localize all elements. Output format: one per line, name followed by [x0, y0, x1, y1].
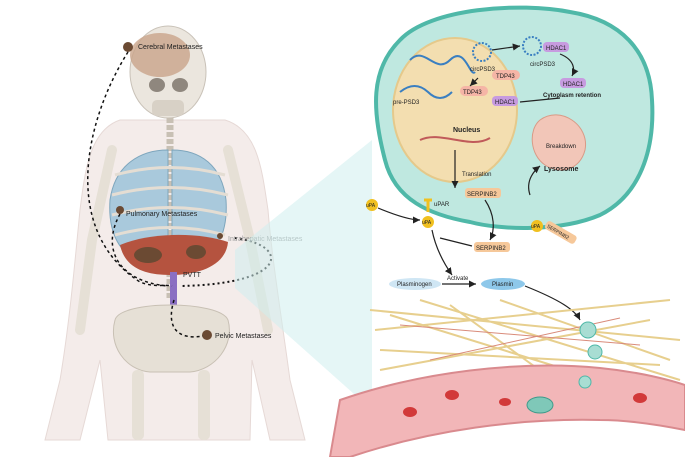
- inhibit-complex: [439, 237, 473, 247]
- red-blood-cell-1: [403, 407, 417, 417]
- upar-receptor: [424, 198, 432, 212]
- red-blood-cell-2: [445, 390, 459, 400]
- label-serpinb2: SERPINB2: [467, 192, 497, 198]
- arrow-upa-binding: [377, 207, 421, 224]
- serpinb2-receptor-badge: [544, 221, 577, 244]
- human-body: Cerebral Metastases Pulmonary Metastases…: [44, 25, 306, 441]
- label-hdac1-mid: HDAC1: [495, 100, 516, 106]
- label-hdac1-right: HDAC1: [563, 82, 584, 88]
- label-translation: Translation: [462, 172, 491, 178]
- label-tdp43-mid: TDP43: [463, 90, 482, 96]
- arrow-tdp43: [469, 77, 479, 87]
- upa-bound-icon: [422, 216, 434, 228]
- plasminogen-pill: [389, 278, 441, 290]
- serpinb2-complex-badge: [474, 242, 510, 252]
- pathway: uPA uPA SERPINB2 uPA SERPINB2 Plasminoge…: [366, 199, 581, 321]
- label-pvtt: PVTT: [183, 272, 202, 279]
- label-breakdown: Breakdown: [546, 144, 576, 150]
- label-circpsd3-top: circPSD3: [470, 67, 496, 73]
- red-blood-cell-4: [633, 393, 647, 403]
- label-pulmonary: Pulmonary Metastases: [126, 211, 198, 218]
- circpsd3-icon-top: [472, 42, 492, 62]
- left-arm: [75, 145, 117, 335]
- pulmonary-nodule: [116, 206, 124, 214]
- hdac1-badge-top: [543, 42, 569, 52]
- jaw: [152, 100, 184, 116]
- left-femur: [132, 370, 144, 440]
- eye-socket-left: [149, 78, 165, 92]
- inhibit-hdac1: [519, 97, 561, 103]
- extracellular-matrix: [369, 299, 681, 386]
- liver-tumor-2: [186, 245, 206, 259]
- tdp43-badge-mid: [460, 86, 488, 96]
- right-femur: [198, 370, 210, 440]
- zoom-cone: [235, 140, 372, 410]
- label-hdac1-top: HDAC1: [546, 46, 567, 52]
- arrow-circ-to-hdac1: [491, 43, 521, 51]
- label-upa-free: uPA: [366, 203, 376, 209]
- circpsd3-icon-right: [522, 36, 542, 56]
- eye-socket-right: [172, 78, 188, 92]
- arrow-to-lysosome: [528, 165, 541, 196]
- spread-path-pelvic: [170, 299, 204, 338]
- label-plasminogen: Plasminogen: [397, 282, 432, 288]
- liver: [120, 234, 228, 275]
- label-tdp43-top: TDP43: [496, 74, 515, 80]
- arrow-hdac1-retention: [559, 53, 579, 77]
- red-blood-cell-3: [499, 398, 511, 406]
- label-lysosome: Lysosome: [544, 166, 578, 173]
- serpinb2-badge: [465, 188, 501, 198]
- tumor-cell-migrating-2: [587, 344, 603, 360]
- ribcage: [111, 166, 229, 237]
- cerebral-nodule: [123, 42, 133, 52]
- label-upa-lysosome: uPA: [531, 224, 541, 230]
- label-pelvic: Pelvic Metastases: [215, 333, 272, 340]
- blood-vessel: [328, 364, 685, 457]
- tumor-cluster-in-vessel: [526, 396, 554, 414]
- nucleus-label: Nucleus: [453, 127, 480, 134]
- dna-strand: [409, 54, 476, 74]
- label-serpinb2-complex: SERPINB2: [476, 246, 506, 252]
- tumor-cell-migrating-1: [579, 321, 597, 339]
- tumor-cell: Nucleus pre-PSD3 circPSD3 TDP43 TDP43 HD…: [373, 5, 655, 230]
- hdac1-badge-right: [560, 78, 586, 88]
- label-activate: Activate: [447, 276, 469, 282]
- label-pre-psd3: pre-PSD3: [393, 100, 420, 106]
- label-cytoplasm-retention: Cytoplasm retention: [543, 93, 601, 99]
- upa-free-icon: [366, 199, 378, 211]
- liver-tumor-1: [134, 247, 162, 263]
- spread-path-pulmonary: [111, 213, 169, 287]
- tumor-cell-intravasating: [578, 375, 592, 389]
- arrow-upa-to-activate: [431, 229, 453, 276]
- ecm-fibers: [369, 299, 681, 386]
- label-upar: uPAR: [434, 202, 450, 208]
- pre-psd3-rna: [399, 85, 453, 99]
- hdac1-badge-mid: [492, 96, 518, 106]
- portal-vein: [170, 272, 177, 312]
- arrow-serpinb2-down: [484, 199, 497, 241]
- tdp43-badge-top: [492, 70, 520, 80]
- upa-lysosome-icon: [531, 220, 543, 232]
- vessel-wall: [328, 364, 685, 457]
- label-upa-bound: uPA: [422, 220, 432, 226]
- plasmin-pill: [481, 278, 525, 290]
- brain: [130, 33, 190, 77]
- label-plasmin: Plasmin: [492, 282, 513, 288]
- label-cerebral: Cerebral Metastases: [138, 44, 203, 51]
- lysosome-body: [531, 114, 586, 171]
- chromatin: [419, 136, 491, 143]
- label-circpsd3-right: circPSD3: [530, 62, 556, 68]
- arrow-plasmin-ecm: [524, 285, 581, 321]
- pelvic-nodule: [202, 330, 212, 340]
- intrahepatic-nodule: [217, 233, 223, 239]
- pelvis: [113, 304, 230, 373]
